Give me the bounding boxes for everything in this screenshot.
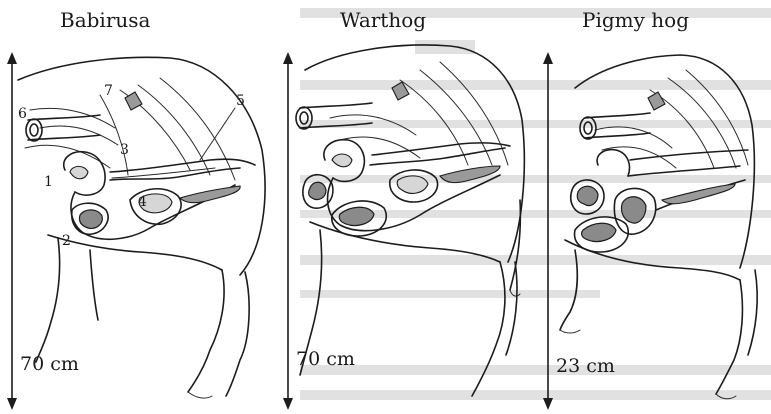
part-label-3: 3	[120, 142, 129, 158]
scale-arrow-babirusa	[7, 52, 17, 410]
warthog-body-outline	[300, 45, 524, 396]
part-label-5: 5	[236, 93, 245, 109]
panel-warthog: Warthog 70 cm	[283, 8, 524, 410]
panel-title-pigmy-hog: Pigmy hog	[582, 8, 689, 32]
scale-arrow-warthog	[283, 52, 293, 410]
part-label-7: 7	[104, 83, 113, 99]
panel-title-warthog: Warthog	[340, 8, 426, 32]
scale-label-babirusa: 70 cm	[20, 353, 79, 375]
panel-title-babirusa: Babirusa	[60, 8, 151, 32]
scale-arrow-pigmy-hog	[543, 52, 553, 410]
pigmy-hog-organs	[571, 92, 748, 252]
bleed-through-background	[300, 8, 771, 400]
babirusa-organs	[26, 92, 255, 239]
panel-babirusa: Babirusa 70 cm	[7, 8, 265, 410]
part-label-1: 1	[44, 174, 53, 190]
babirusa-body-outline	[18, 57, 265, 398]
panel-pigmy-hog: Pigmy hog 23 cm	[543, 8, 757, 410]
scale-label-pigmy-hog: 23 cm	[556, 355, 615, 377]
part-label-2: 2	[62, 233, 71, 249]
part-label-6: 6	[18, 106, 27, 122]
part-label-4: 4	[138, 194, 147, 210]
